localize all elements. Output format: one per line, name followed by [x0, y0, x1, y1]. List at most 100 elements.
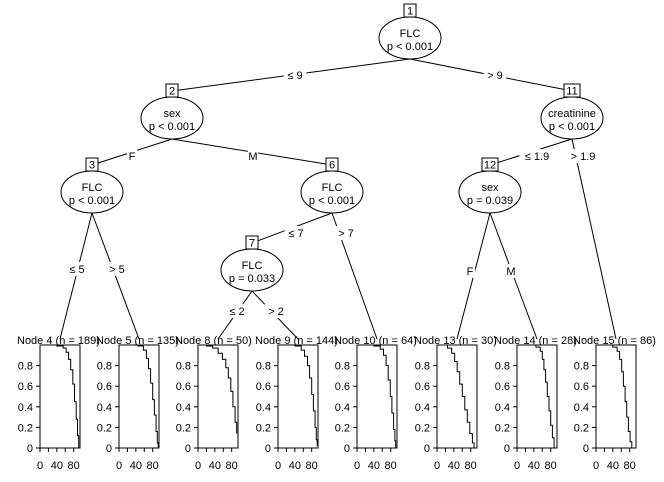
y-tick-label: 0.4 [97, 402, 112, 414]
y-tick-label: 0.8 [574, 361, 589, 373]
x-tick-label: 0 [593, 460, 599, 472]
terminal-title: Node 13 (n = 30) [414, 335, 497, 347]
node-pvalue: p = 0.033 [229, 273, 275, 285]
x-tick-label: 80 [624, 460, 636, 472]
y-tick-label: 0.8 [256, 361, 271, 373]
edge-label-bg [565, 149, 601, 163]
edge-label-3-5: > 5 [109, 264, 125, 276]
edge-label-12-13: F [467, 266, 474, 278]
y-tick-label: 0.6 [415, 381, 430, 393]
x-tick-label: 0 [37, 460, 43, 472]
x-tick-label: 80 [147, 460, 159, 472]
node-variable: creatinine [548, 108, 596, 120]
y-tick-label: 0.4 [256, 402, 271, 414]
survival-curve [278, 344, 318, 446]
y-tick-label: 0.6 [574, 381, 589, 393]
survival-curve [357, 344, 397, 448]
x-tick-label: 0 [354, 460, 360, 472]
node-id-box [85, 157, 99, 172]
y-tick-label: 0.8 [495, 361, 510, 373]
x-tick-label: 40 [368, 460, 380, 472]
edge-label-bg [284, 226, 308, 240]
x-tick-label: 40 [289, 460, 301, 472]
edge-label-bg [464, 264, 476, 278]
y-tick-label: 0 [106, 443, 112, 455]
edge-label-bg [264, 304, 288, 318]
node-id-box [403, 3, 417, 18]
edge-label-bg [505, 264, 517, 278]
node-id-box [325, 157, 339, 172]
x-tick-label: 0 [514, 460, 520, 472]
terminal-title: Node 9 (n = 144) [255, 335, 338, 347]
x-tick-label: 0 [116, 460, 122, 472]
node-variable: FLC [400, 28, 421, 40]
y-tick-label: 0.6 [18, 381, 33, 393]
survival-curve [40, 344, 80, 448]
x-tick-label: 0 [434, 460, 440, 472]
x-tick-label: 40 [528, 460, 540, 472]
y-tick-label: 0 [344, 443, 350, 455]
y-tick-label: 0.4 [415, 402, 430, 414]
y-tick-label: 0 [504, 443, 510, 455]
survival-curve [437, 344, 475, 448]
edge-label-bg [65, 262, 89, 276]
edge-label-3-4: ≤ 5 [69, 264, 84, 276]
node-id-box [245, 235, 259, 250]
edge-label-bg [225, 304, 249, 318]
x-tick-label: 80 [385, 460, 397, 472]
edge-label-1-2: ≤ 9 [287, 70, 302, 82]
y-tick-label: 0 [265, 443, 271, 455]
edge-label-1-11: > 9 [487, 70, 503, 82]
edge-label-bg [283, 68, 307, 82]
y-tick-label: 0.2 [495, 422, 510, 434]
edge-label-bg [334, 226, 358, 240]
plot-frame [356, 344, 398, 449]
node-variable: FLC [322, 182, 343, 194]
y-tick-label: 0.4 [18, 402, 33, 414]
terminal-title: Node 14 (n = 28) [494, 335, 577, 347]
y-tick-label: 0.6 [176, 381, 191, 393]
edge-label-11-12: ≤ 1.9 [525, 151, 549, 163]
plot-frame [595, 344, 637, 449]
edge-label-7-8: ≤ 2 [229, 306, 244, 318]
node-pvalue: p < 0.001 [387, 41, 433, 53]
plot-frame [516, 344, 558, 449]
edge-label-11-15: > 1.9 [571, 151, 596, 163]
node-id-box [563, 83, 581, 98]
y-tick-label: 0.8 [415, 361, 430, 373]
terminal-title: Node 15 (n = 86) [573, 335, 656, 347]
edge-label-bg [247, 149, 259, 163]
edge-label-12-14: M [506, 266, 515, 278]
y-tick-label: 0.4 [574, 402, 589, 414]
node-id-box [165, 83, 179, 98]
node-id: 7 [249, 238, 255, 250]
edge-label-7-9: > 2 [268, 306, 284, 318]
y-tick-label: 0.6 [256, 381, 271, 393]
y-tick-label: 0 [583, 443, 589, 455]
node-pvalue: p < 0.001 [69, 195, 115, 207]
y-tick-label: 0.8 [18, 361, 33, 373]
y-tick-label: 0.2 [335, 422, 350, 434]
node-variable: sex [481, 182, 499, 194]
x-tick-label: 0 [275, 460, 281, 472]
y-tick-label: 0.2 [176, 422, 191, 434]
terminal-title: Node 8 (n = 50) [175, 335, 252, 347]
y-tick-label: 0.2 [97, 422, 112, 434]
y-tick-label: 0.6 [335, 381, 350, 393]
